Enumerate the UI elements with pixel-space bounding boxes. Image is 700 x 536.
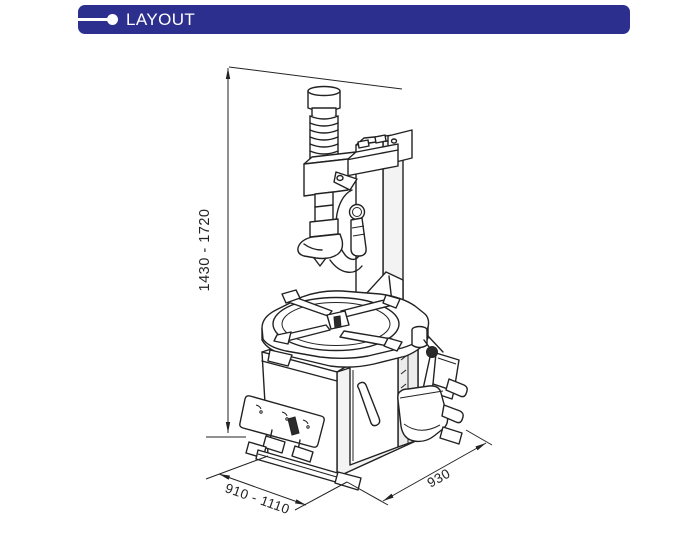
head-hose — [329, 259, 363, 273]
pivot-cylinder — [411, 330, 428, 349]
lever-ball-knob — [426, 346, 438, 358]
head-bracket — [303, 158, 349, 197]
locking-handle — [333, 171, 358, 191]
clamp-jaw — [382, 294, 401, 309]
section-title: LAYOUT — [126, 10, 196, 29]
wheel-rest-stub — [441, 404, 464, 424]
gauge-icon — [348, 203, 366, 221]
door-handle — [357, 381, 381, 427]
depth-dimension-line — [382, 442, 487, 502]
tire-changer-machine — [239, 85, 468, 491]
foot-pedal — [262, 435, 286, 454]
bullet-circle-icon — [107, 14, 118, 25]
section-header-bar: LAYOUT — [78, 5, 630, 34]
width-dimension-line — [218, 473, 307, 506]
height-dimension-label: 1430 - 1720 — [197, 209, 213, 292]
extension-line-top — [228, 66, 403, 90]
rear-foot — [439, 426, 463, 445]
height-dimension: 1430 - 1720 — [197, 66, 403, 438]
foot-pedal — [291, 445, 314, 463]
extension-line — [205, 455, 269, 480]
clamp-jaw — [273, 331, 292, 345]
clamp-jaw — [281, 289, 301, 304]
depth-dimension-label: 930 — [425, 466, 453, 491]
bead-breaker — [397, 325, 468, 445]
pedal-assembly — [239, 395, 362, 491]
base-foot-right — [334, 471, 362, 491]
inflation-gauge-hose — [335, 189, 367, 261]
turntable — [261, 289, 430, 368]
extension-line — [294, 481, 348, 511]
panel-slot — [287, 416, 300, 436]
wheel-rest-stub — [445, 378, 468, 398]
shaft-cap — [307, 85, 341, 97]
lever-shaft — [422, 356, 431, 390]
bullet-line — [78, 18, 108, 21]
mount-demount-head — [297, 233, 344, 260]
shaft-ribs — [309, 115, 339, 162]
extension-line — [346, 481, 389, 506]
clamp-jaw — [383, 337, 403, 352]
width-dimension-label: 910 - 1110 — [223, 480, 292, 517]
turntable-rim — [272, 296, 400, 352]
vertical-hex-shaft — [297, 85, 363, 273]
extension-line — [465, 429, 493, 446]
